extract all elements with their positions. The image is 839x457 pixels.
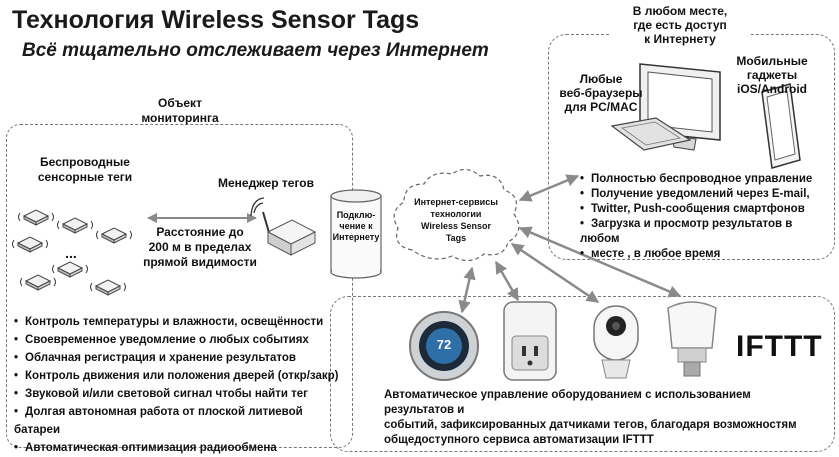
list-item: Полностью беспроводное управление (580, 172, 830, 187)
browsers-label: Любые веб-браузеры для PC/MAC (559, 72, 643, 114)
mobile-label: Мобильные гаджеты iOS/Android (736, 54, 808, 96)
router-icon (266, 219, 317, 256)
list-item: Контроль температуры и влажности, освещё… (14, 313, 344, 331)
list-item: Облачная регистрация и хранение результа… (14, 349, 344, 367)
list-item: Twitter, Push-сообщения смартфонов (580, 202, 830, 217)
cloud-icon (393, 168, 520, 262)
cloud-remote-arrow (518, 174, 580, 202)
thermostat-icon (409, 311, 479, 381)
tablet-icon (761, 83, 801, 169)
keyboard-icon (610, 117, 692, 151)
list-item: Своевременное уведомление о любых событи… (14, 331, 344, 349)
page-title: Технология Wireless Sensor Tags (12, 6, 420, 34)
cloud-label: Интернет-сервисы технологии Wireless Sen… (414, 197, 498, 243)
ifttt-logo: IFTTT (736, 330, 823, 363)
tags-ellipsis: ... (65, 245, 77, 261)
list-item: Получение уведомлений через E-mail, (580, 187, 830, 202)
anywhere-label: В любом месте, где есть доступ к Интерне… (610, 4, 750, 46)
remote-features-list: Полностью беспроводное управление Получе… (580, 172, 830, 262)
cylinder-icon (330, 189, 382, 279)
page-subtitle: Всё тщательно отслеживает через Интернет (22, 40, 489, 61)
cloud-thermostat-arrow (458, 266, 476, 314)
cloud-bulb-arrow (518, 226, 682, 298)
sensor-tags-label: Беспроводные сенсорные теги (37, 155, 133, 184)
tag-features-list: Контроль температуры и влажности, освещё… (14, 313, 344, 457)
tag-manager-label: Менеджер тегов (218, 176, 314, 190)
list-item: Контроль движения или положения дверей (… (14, 367, 344, 385)
list-item: Звуковой и/или световой сигнал чтобы най… (14, 385, 344, 403)
automation-text: Автоматическое управление оборудованием … (384, 389, 797, 446)
list-item: Автоматическая оптимизация радиообмена (14, 439, 344, 457)
camera-icon (593, 305, 639, 379)
list-item: Загрузка и просмотр результатов в любом (580, 217, 830, 247)
thermostat-value: 72 (436, 337, 452, 352)
smart-plug-icon (503, 301, 557, 381)
list-item: Долгая автономная работа от плоской лити… (14, 403, 344, 439)
list-item: месте , в любое время (580, 247, 830, 262)
distance-label: Расстояние до 200 м в пределах прямой ви… (143, 225, 257, 269)
light-bulb-icon (667, 301, 717, 377)
cloud-plug-arrow (494, 260, 520, 302)
internet-connection-label: Подклю- чение к Интернету (332, 210, 380, 242)
monitoring-object-label: Объект мониторинга (141, 96, 219, 125)
